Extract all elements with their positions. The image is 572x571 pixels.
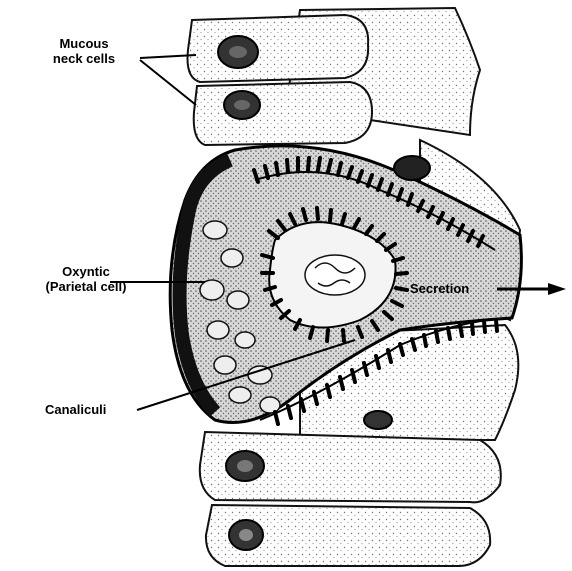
secretion-arrow-head: [548, 283, 566, 295]
mucous-neck-cell-1: [188, 15, 369, 82]
mucous-neck-cell-2: [194, 82, 372, 145]
mucous-neck-cells-label: Mucous neck cells: [28, 36, 140, 66]
lower-cell-2: [206, 505, 490, 566]
oxyntic-line1: Oxyntic: [26, 264, 146, 279]
nucleus-center: [305, 255, 365, 295]
oxyntic-line2: (Parietal cell): [26, 279, 146, 294]
mucous-neck-line2: neck cells: [28, 51, 140, 66]
oxyntic-label: Oxyntic (Parietal cell): [26, 264, 146, 294]
lower-cell-1: [200, 432, 501, 502]
canaliculi-label: Canaliculi: [45, 402, 106, 417]
mucous-neck-line1: Mucous: [28, 36, 140, 51]
secretion-label: Secretion: [410, 281, 469, 296]
nucleus: [364, 411, 392, 429]
nucleus: [394, 156, 430, 180]
